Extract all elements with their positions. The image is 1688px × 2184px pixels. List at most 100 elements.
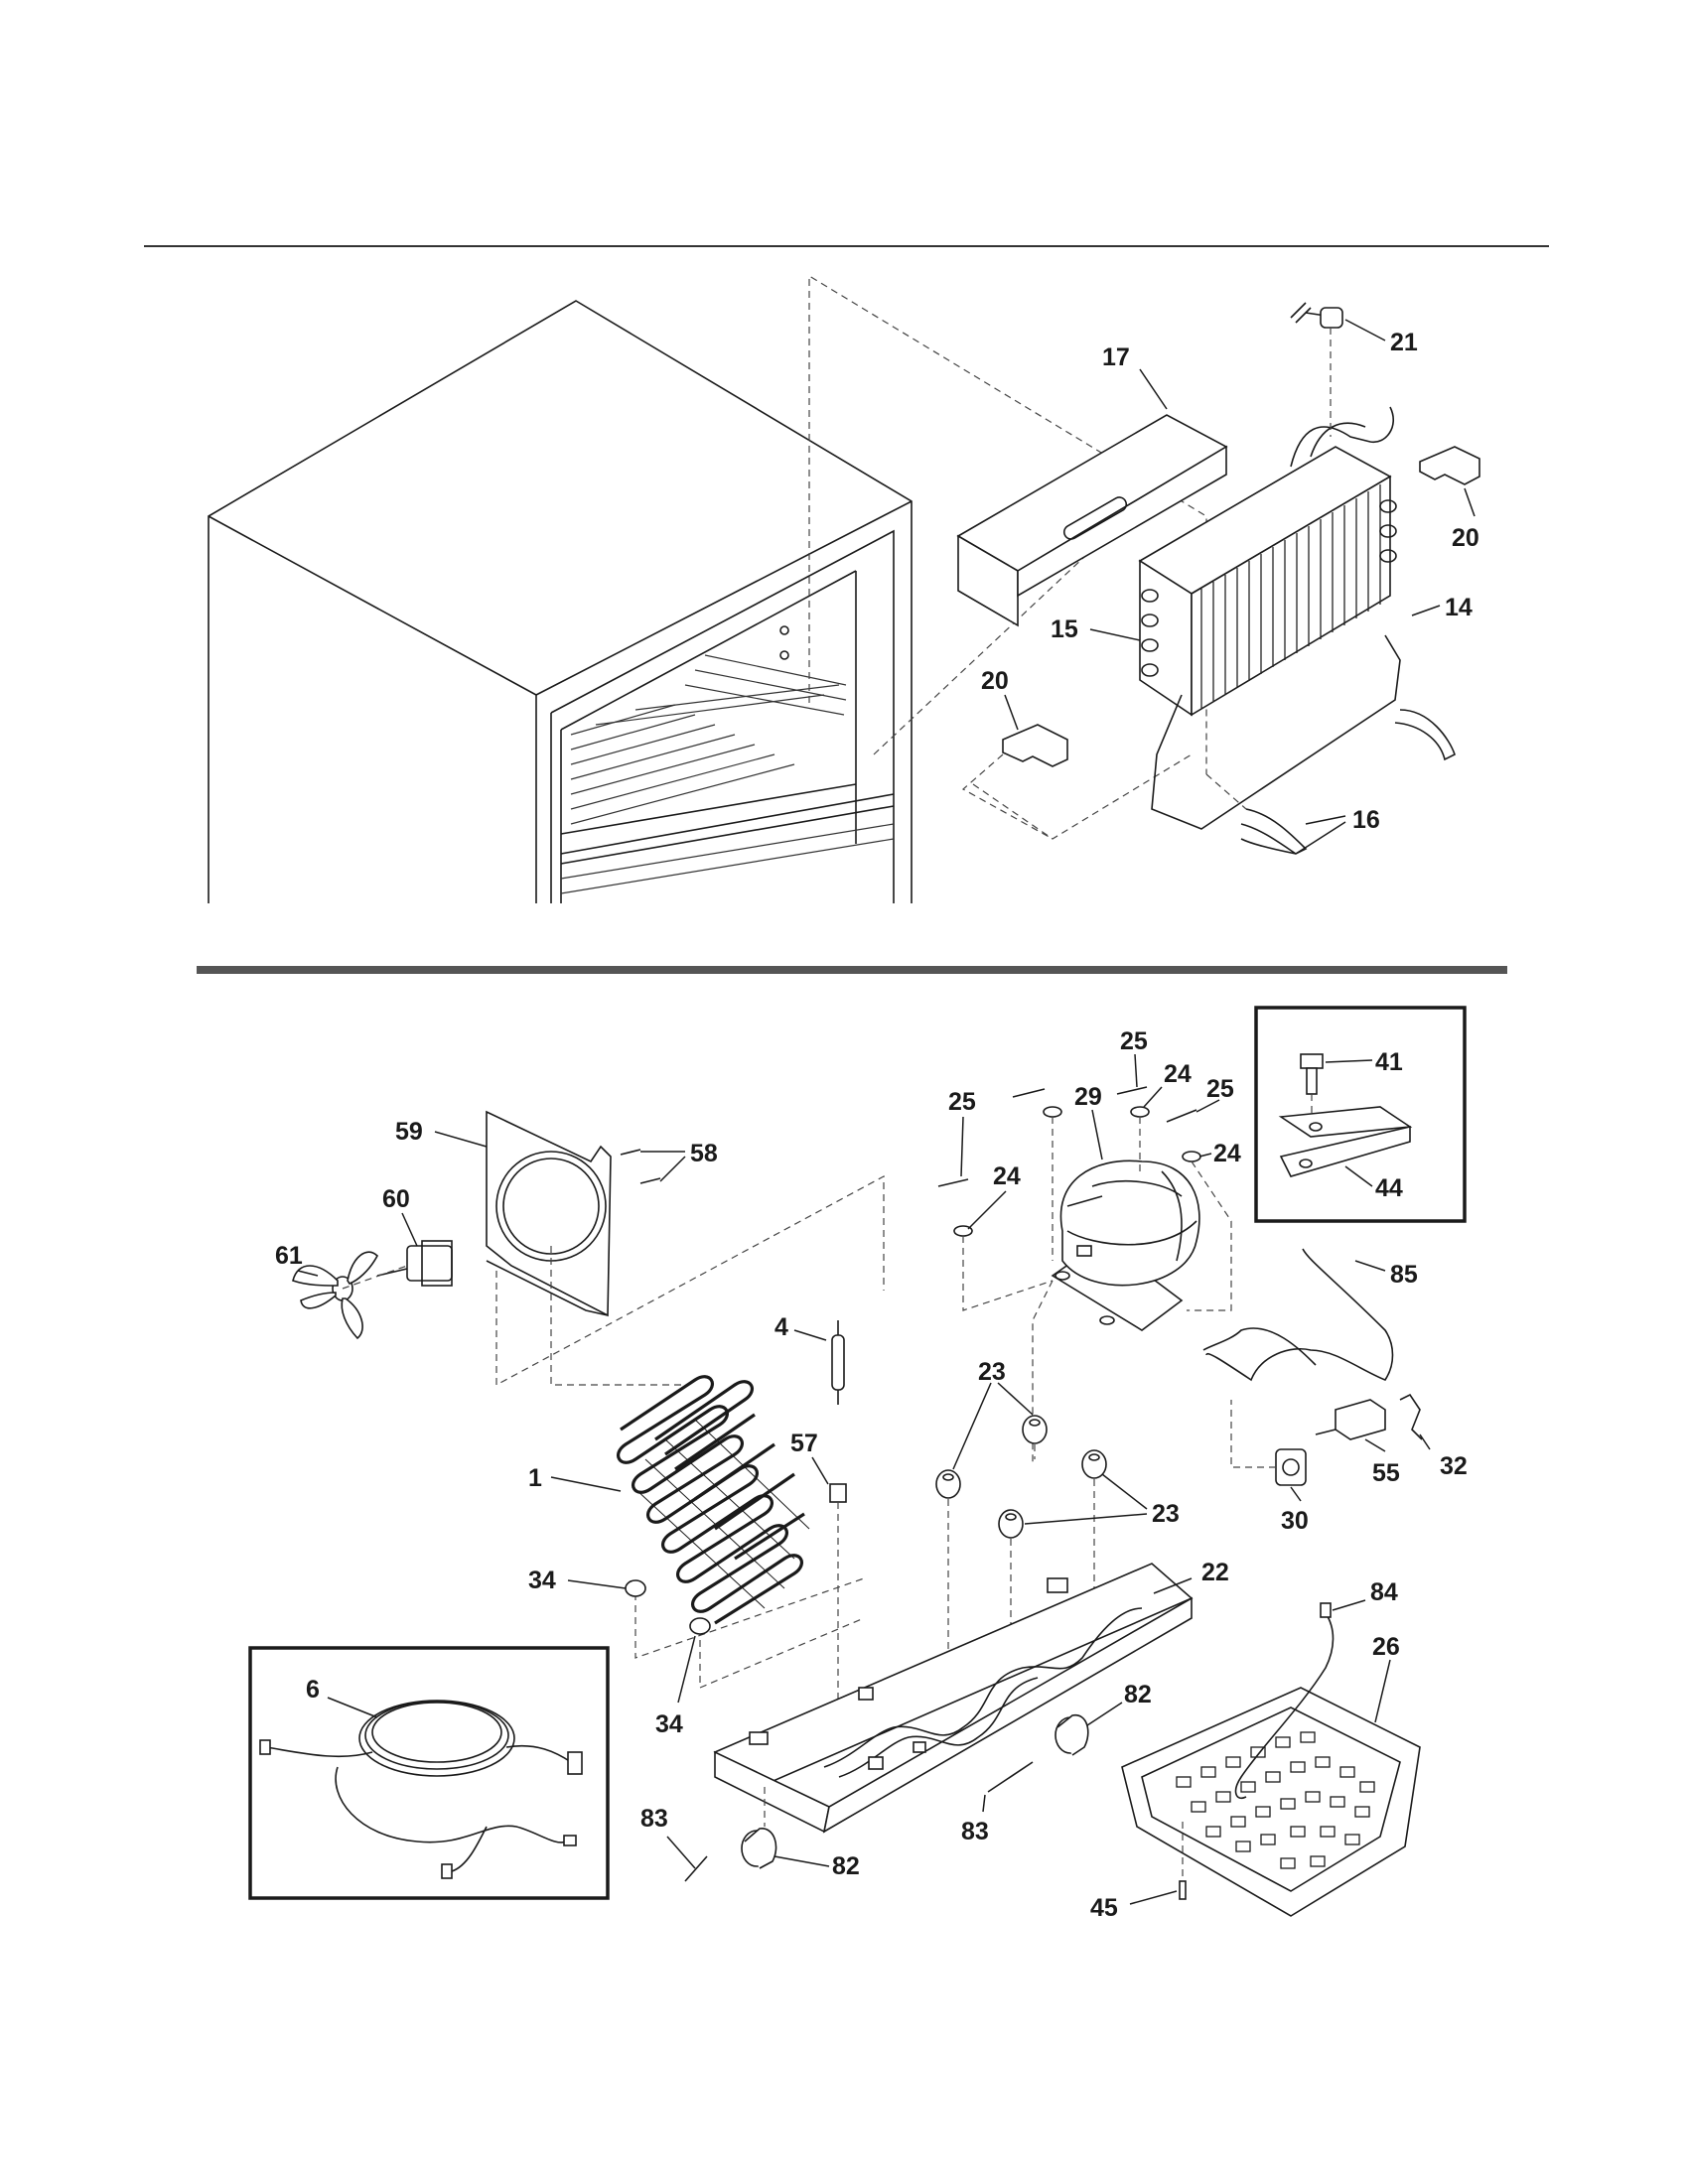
evaporator — [1138, 406, 1397, 717]
svg-text:4: 4 — [774, 1313, 788, 1341]
screw-83-right — [987, 1761, 1034, 1793]
screws-58 — [620, 1149, 661, 1184]
callout-6: 6 — [306, 1676, 378, 1718]
inset-bracket — [1254, 1006, 1467, 1223]
svg-text:84: 84 — [1370, 1578, 1398, 1606]
callout-23-bottom: 23 — [1024, 1473, 1180, 1528]
section-divider — [197, 966, 1507, 974]
grommets-34 — [625, 1579, 711, 1635]
callout-25-mid: 25 — [1120, 1027, 1148, 1088]
callout-24-c: 24 — [967, 1162, 1021, 1230]
svg-text:15: 15 — [1051, 615, 1078, 643]
callout-34-bottom: 34 — [655, 1635, 696, 1738]
callout-83-left: 83 — [640, 1805, 696, 1869]
callout-24-b: 24 — [1198, 1140, 1241, 1167]
svg-text:60: 60 — [382, 1185, 410, 1213]
svg-text:29: 29 — [1074, 1083, 1102, 1111]
callout-20-right: 20 — [1452, 487, 1479, 552]
relay-30 — [1275, 1448, 1307, 1486]
svg-text:24: 24 — [993, 1162, 1021, 1190]
callout-15: 15 — [1051, 615, 1141, 643]
svg-text:21: 21 — [1390, 329, 1418, 356]
svg-text:61: 61 — [275, 1242, 303, 1270]
foot-82-right — [1055, 1714, 1089, 1756]
callout-21: 21 — [1344, 319, 1418, 356]
callout-34-top: 34 — [528, 1567, 627, 1594]
svg-text:20: 20 — [981, 667, 1009, 695]
svg-text:83: 83 — [961, 1818, 989, 1845]
callout-58: 58 — [640, 1140, 718, 1182]
svg-text:34: 34 — [528, 1567, 556, 1594]
callout-84: 84 — [1332, 1578, 1398, 1611]
callout-20-left: 20 — [981, 667, 1019, 731]
callout-26: 26 — [1372, 1633, 1400, 1723]
svg-text:45: 45 — [1090, 1894, 1118, 1922]
callout-82-left: 82 — [774, 1852, 860, 1880]
svg-text:85: 85 — [1390, 1261, 1418, 1289]
callout-41: 41 — [1325, 1048, 1403, 1076]
callout-24-a: 24 — [1143, 1060, 1192, 1108]
svg-text:55: 55 — [1372, 1459, 1400, 1487]
clip-left — [1002, 724, 1068, 767]
svg-text:20: 20 — [1452, 524, 1479, 552]
drain-pan — [1121, 1687, 1421, 1917]
svg-text:24: 24 — [1164, 1060, 1192, 1088]
callout-30: 30 — [1281, 1486, 1309, 1535]
callout-82-right: 82 — [1086, 1681, 1152, 1726]
foot-82-left — [741, 1828, 777, 1869]
svg-text:24: 24 — [1213, 1140, 1241, 1167]
clip-right — [1419, 446, 1480, 485]
svg-text:17: 17 — [1102, 343, 1130, 371]
svg-text:30: 30 — [1281, 1507, 1309, 1535]
bracket-44 — [1278, 1106, 1413, 1177]
heater — [1151, 634, 1401, 830]
power-cord — [259, 1700, 583, 1879]
callout-17: 17 — [1102, 343, 1168, 410]
compressor — [1051, 1160, 1200, 1331]
inset-power-cord — [248, 1646, 610, 1900]
fan-blade — [292, 1251, 378, 1340]
callout-25-right: 25 — [1196, 1075, 1234, 1113]
svg-text:32: 32 — [1440, 1452, 1468, 1480]
fan-shroud — [486, 1110, 612, 1317]
svg-text:26: 26 — [1372, 1633, 1400, 1661]
svg-text:25: 25 — [948, 1088, 976, 1116]
svg-text:41: 41 — [1375, 1048, 1403, 1076]
callout-45: 45 — [1090, 1890, 1178, 1922]
evaporator-cover — [956, 414, 1228, 627]
svg-text:83: 83 — [640, 1805, 668, 1833]
callout-1: 1 — [528, 1464, 622, 1492]
callout-60: 60 — [382, 1185, 418, 1247]
svg-text:25: 25 — [1206, 1075, 1234, 1103]
svg-text:25: 25 — [1120, 1027, 1148, 1055]
svg-text:1: 1 — [528, 1464, 542, 1492]
fan-motor — [376, 1240, 453, 1287]
callout-32: 32 — [1419, 1433, 1468, 1480]
callout-14: 14 — [1411, 594, 1473, 621]
callout-59: 59 — [395, 1118, 488, 1148]
callout-4: 4 — [774, 1313, 827, 1341]
svg-text:57: 57 — [790, 1430, 818, 1457]
mount-clips — [937, 1086, 1197, 1187]
svg-text:44: 44 — [1375, 1174, 1403, 1202]
svg-text:59: 59 — [395, 1118, 423, 1146]
overload-55 — [1315, 1399, 1386, 1440]
drain-tube-84 — [1234, 1612, 1335, 1799]
base-pan — [713, 1563, 1194, 1834]
svg-text:16: 16 — [1352, 806, 1380, 834]
clip-57 — [829, 1483, 847, 1737]
svg-text:14: 14 — [1445, 594, 1473, 621]
callout-85: 85 — [1354, 1260, 1418, 1289]
svg-text:82: 82 — [1124, 1681, 1152, 1708]
screw-45 — [1179, 1822, 1187, 1900]
cabinet — [208, 300, 913, 903]
thermistor — [1290, 302, 1343, 437]
svg-text:34: 34 — [655, 1710, 683, 1738]
callout-55: 55 — [1364, 1438, 1400, 1487]
condenser — [617, 1375, 810, 1625]
callout-22: 22 — [1153, 1559, 1229, 1594]
callout-23-top: 23 — [952, 1358, 1034, 1470]
callout-16: 16 — [1295, 806, 1380, 855]
screw-83-left — [684, 1855, 708, 1882]
